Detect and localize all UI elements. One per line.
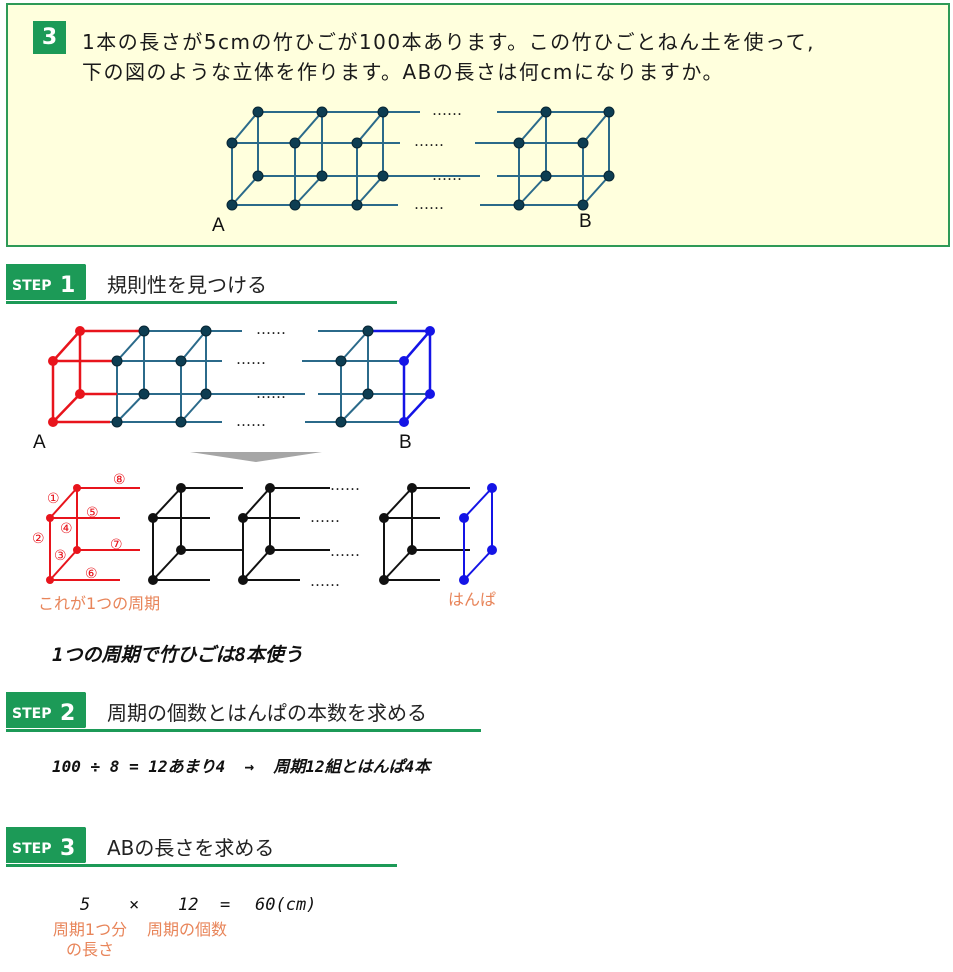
- marker-8: ⑧: [113, 472, 126, 488]
- calc-times-sign: ×: [129, 895, 140, 915]
- ellipsis: ……: [330, 542, 360, 560]
- ellipsis: ……: [432, 166, 462, 184]
- step2-title: 周期の個数とはんぱの本数を求める: [107, 701, 427, 725]
- step3-badge: STEP 3: [6, 827, 86, 863]
- label-b: B: [579, 211, 592, 232]
- step1-badge: STEP 1: [6, 264, 86, 300]
- ellipsis: ……: [432, 101, 462, 119]
- problem-text-line1: 1本の長さが5cmの竹ひごが100本あります。この竹ひごとねん土を使って,: [82, 30, 815, 54]
- step3-header: STEP 3 ABの長さを求める: [6, 827, 397, 869]
- marker-5: ⑤: [86, 505, 99, 521]
- step-word: STEP: [12, 706, 51, 722]
- step-word: STEP: [12, 278, 51, 294]
- step1-title: 規則性を見つける: [107, 273, 267, 297]
- marker-4: ④: [60, 521, 73, 537]
- step1-figure: …… …… …… …… A B ⑧ ① ⑤ ④ ② ⑦ ③ ⑥: [32, 320, 497, 590]
- note-one-period: これが1つの周期: [38, 594, 161, 613]
- label-b: B: [399, 432, 412, 453]
- calc-value-5: 5: [80, 895, 91, 915]
- marker-3: ③: [54, 548, 67, 564]
- ellipsis: ……: [310, 572, 340, 590]
- note-period-length-line2: の長さ: [65, 940, 114, 959]
- step2-header: STEP 2 周期の個数とはんぱの本数を求める: [6, 692, 481, 734]
- step1-header: STEP 1 規則性を見つける: [6, 264, 397, 306]
- step-number: 1: [60, 273, 75, 298]
- ellipsis: ……: [310, 508, 340, 526]
- ellipsis: ……: [256, 384, 286, 402]
- ellipsis: ……: [236, 350, 266, 368]
- ellipsis: ……: [414, 132, 444, 150]
- step1-conclusion: 1つの周期で竹ひごは8本使う: [52, 644, 303, 666]
- calc-result: 60(cm): [255, 895, 317, 915]
- label-a: A: [212, 215, 225, 236]
- problem-number-badge: 3: [33, 21, 66, 54]
- calc-value-12: 12: [178, 895, 199, 915]
- step3-title: ABの長さを求める: [107, 836, 275, 860]
- step3-underline: [6, 864, 397, 867]
- ellipsis: ……: [330, 476, 360, 494]
- step2-calculation: 100 ÷ 8 = 12あまり4 → 周期12組とはんぱ4本: [52, 757, 431, 776]
- calc-equals-sign: =: [220, 895, 231, 915]
- marker-2: ②: [32, 531, 45, 547]
- label-a: A: [33, 432, 46, 453]
- note-period-length-line1: 周期1つ分: [52, 920, 128, 939]
- ellipsis: ……: [256, 320, 286, 338]
- step-number: 3: [60, 836, 75, 861]
- down-arrow-icon: [190, 452, 322, 462]
- ellipsis: ……: [236, 412, 266, 430]
- note-period-length: 周期1つ分 の長さ: [48, 920, 132, 960]
- ellipsis: ……: [414, 195, 444, 213]
- problem-text-line2: 下の図のような立体を作ります。ABの長さは何cmになりますか。: [82, 60, 724, 84]
- step2-badge: STEP 2: [6, 692, 86, 728]
- step2-underline: [6, 729, 481, 732]
- marker-6: ⑥: [85, 566, 98, 582]
- marker-7: ⑦: [110, 537, 123, 553]
- problem-statement: 1本の長さが5cmの竹ひごが100本あります。この竹ひごとねん土を使って, 下の…: [82, 27, 942, 87]
- step1-underline: [6, 301, 397, 304]
- step-number: 2: [60, 701, 75, 726]
- marker-1: ①: [47, 491, 60, 507]
- step-word: STEP: [12, 841, 51, 857]
- problem-box: 3 1本の長さが5cmの竹ひごが100本あります。この竹ひごとねん土を使って, …: [6, 3, 950, 247]
- edge-markers: ⑧ ① ⑤ ④ ② ⑦ ③ ⑥: [32, 472, 126, 582]
- problem-figure: …… …… …… …… A B: [212, 101, 615, 236]
- note-remainder: はんぱ: [448, 590, 497, 609]
- note-period-count: 周期の個数: [147, 920, 228, 939]
